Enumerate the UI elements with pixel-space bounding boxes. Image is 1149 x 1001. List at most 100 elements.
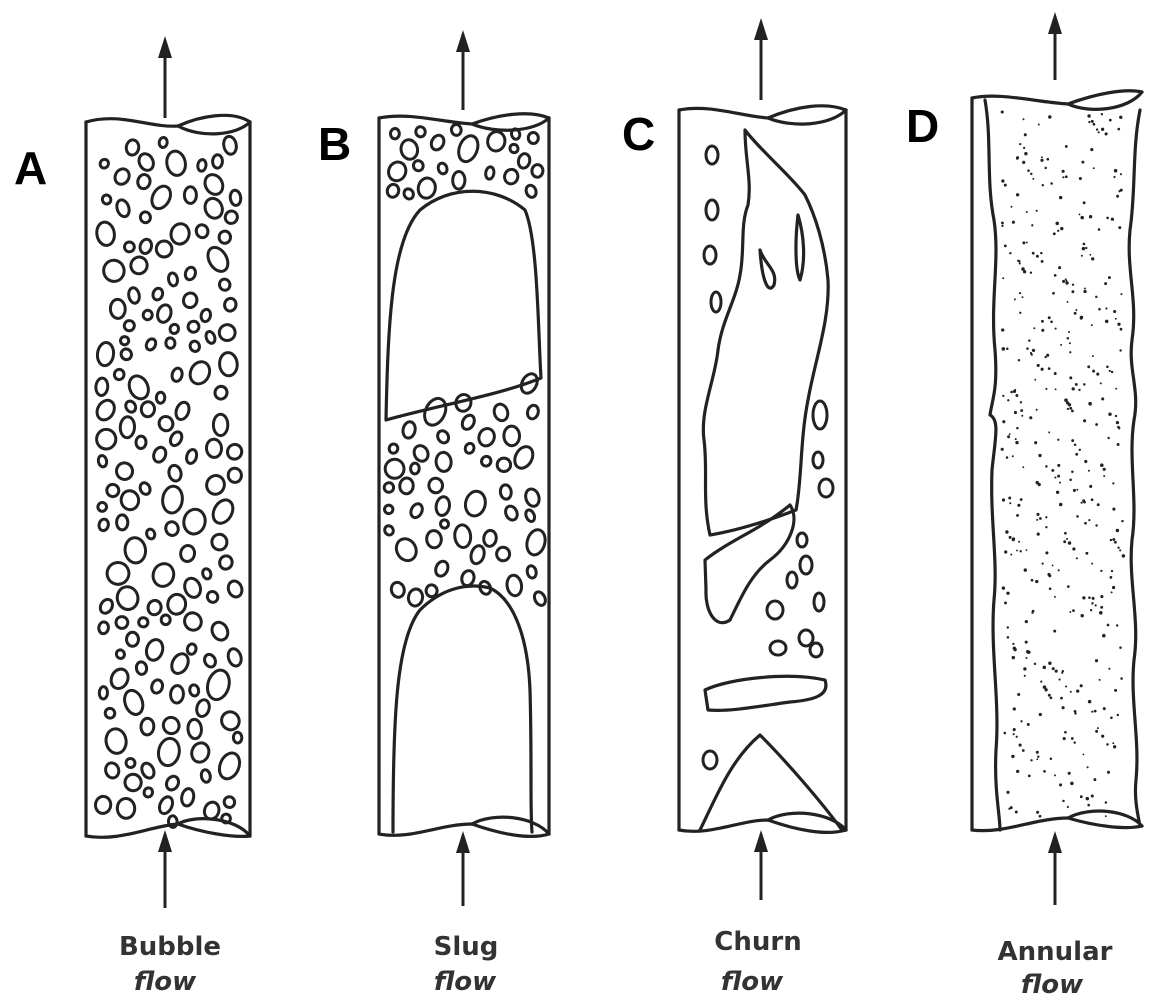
gas-bubble: [526, 565, 537, 579]
liquid-droplet: [1037, 364, 1040, 367]
gas-bubble: [101, 194, 112, 206]
gas-bubble: [120, 416, 135, 438]
gas-bubble: [433, 559, 450, 578]
liquid-droplet: [1119, 116, 1122, 119]
liquid-droplet: [1019, 744, 1022, 747]
gas-bubble: [138, 238, 153, 255]
gas-bubble: [711, 292, 721, 312]
liquid-droplet: [1095, 730, 1098, 733]
liquid-droplet: [1036, 758, 1038, 760]
liquid-droplet: [1072, 284, 1074, 286]
gas-bubble: [797, 533, 807, 547]
gas-bubble: [147, 599, 163, 616]
liquid-droplet: [1118, 190, 1120, 192]
gas-bubble: [787, 572, 797, 588]
liquid-droplet: [1019, 262, 1021, 264]
liquid-droplet: [1045, 516, 1047, 518]
gas-bubble: [511, 128, 521, 140]
gas-bubble: [108, 666, 131, 691]
liquid-droplet: [1119, 549, 1121, 551]
liquid-droplet: [1083, 201, 1086, 204]
liquid-droplet: [1027, 169, 1030, 172]
gas-bubble: [150, 679, 164, 695]
gas-bubble: [168, 651, 191, 676]
gas-bubble: [506, 574, 523, 597]
gas-bubble: [455, 133, 481, 164]
gas-bubble: [115, 616, 129, 630]
gas-bubble: [115, 649, 126, 660]
liquid-droplet: [1012, 656, 1015, 659]
liquid-droplet: [1113, 176, 1115, 178]
liquid-droplet: [1082, 247, 1086, 251]
liquid-droplet: [1080, 216, 1084, 220]
liquid-droplet: [1067, 301, 1069, 303]
liquid-droplet: [1006, 791, 1009, 794]
liquid-droplet: [1025, 620, 1028, 623]
gas-bubble: [429, 133, 446, 152]
gas-bubble: [410, 463, 419, 474]
gas-bubble: [211, 534, 227, 551]
gas-bubble: [189, 740, 211, 764]
gas-bubble: [393, 535, 420, 564]
liquid-droplet: [1089, 254, 1091, 256]
gas-bubble: [148, 183, 174, 212]
gas-bubble: [219, 352, 238, 376]
liquid-droplet: [1062, 800, 1064, 802]
liquid-droplet: [1109, 119, 1112, 122]
gas-bubble: [122, 319, 136, 333]
liquid-droplet: [1025, 641, 1028, 644]
liquid-droplet: [1010, 391, 1013, 394]
liquid-droplet: [1074, 710, 1077, 713]
gas-bubble: [496, 547, 510, 561]
gas-bubble: [119, 335, 130, 346]
gas-bubble: [383, 482, 395, 494]
gas-bubble: [164, 774, 181, 792]
gas-bubble: [511, 443, 536, 471]
gas-bubble: [451, 124, 462, 136]
liquid-droplet: [1001, 328, 1004, 331]
liquid-droplet: [1050, 757, 1053, 760]
liquid-droplet: [1029, 416, 1032, 419]
liquid-droplet: [1113, 745, 1116, 748]
gas-bubble: [103, 559, 133, 589]
liquid-droplet: [1106, 217, 1109, 220]
gas-bubble: [202, 800, 221, 821]
liquid-droplet: [1069, 351, 1071, 353]
liquid-droplet: [1046, 354, 1049, 357]
liquid-droplet: [1080, 684, 1083, 687]
liquid-droplet: [1041, 260, 1044, 263]
gas-bubble: [179, 544, 195, 562]
liquid-droplet: [1002, 586, 1005, 589]
liquid-droplet: [1014, 389, 1016, 391]
liquid-droplet: [1085, 247, 1087, 249]
liquid-droplet: [1009, 502, 1011, 504]
gas-bubble: [813, 452, 823, 468]
liquid-droplet: [1062, 706, 1065, 709]
liquid-droplet: [1103, 468, 1106, 471]
liquid-droplet: [1020, 550, 1022, 552]
liquid-droplet: [1114, 169, 1118, 173]
gas-bubble: [388, 443, 398, 454]
liquid-droplet: [1059, 482, 1061, 484]
liquid-droplet: [1057, 464, 1060, 467]
liquid-droplet: [1002, 347, 1006, 351]
gas-bubble: [229, 190, 241, 206]
liquid-droplet: [1087, 804, 1090, 807]
liquid-droplet: [1091, 794, 1094, 797]
liquid-droplet: [1010, 554, 1012, 556]
gas-bubble: [204, 668, 232, 703]
liquid-droplet: [1009, 536, 1012, 539]
liquid-droplet: [1088, 700, 1092, 704]
liquid-droplet: [1036, 409, 1038, 411]
panel-c-churn-flow: C Churn flow: [622, 18, 846, 997]
gas-bubble: [126, 373, 152, 402]
gas-bubble: [435, 496, 451, 517]
liquid-droplet: [1024, 152, 1027, 155]
gas-bubble: [399, 138, 419, 161]
liquid-droplet: [1097, 727, 1099, 729]
liquid-droplet: [1002, 420, 1005, 423]
liquid-droplet: [1074, 312, 1077, 315]
liquid-droplet: [1091, 324, 1093, 326]
gas-bubble: [151, 445, 167, 463]
liquid-droplet: [1051, 469, 1054, 472]
